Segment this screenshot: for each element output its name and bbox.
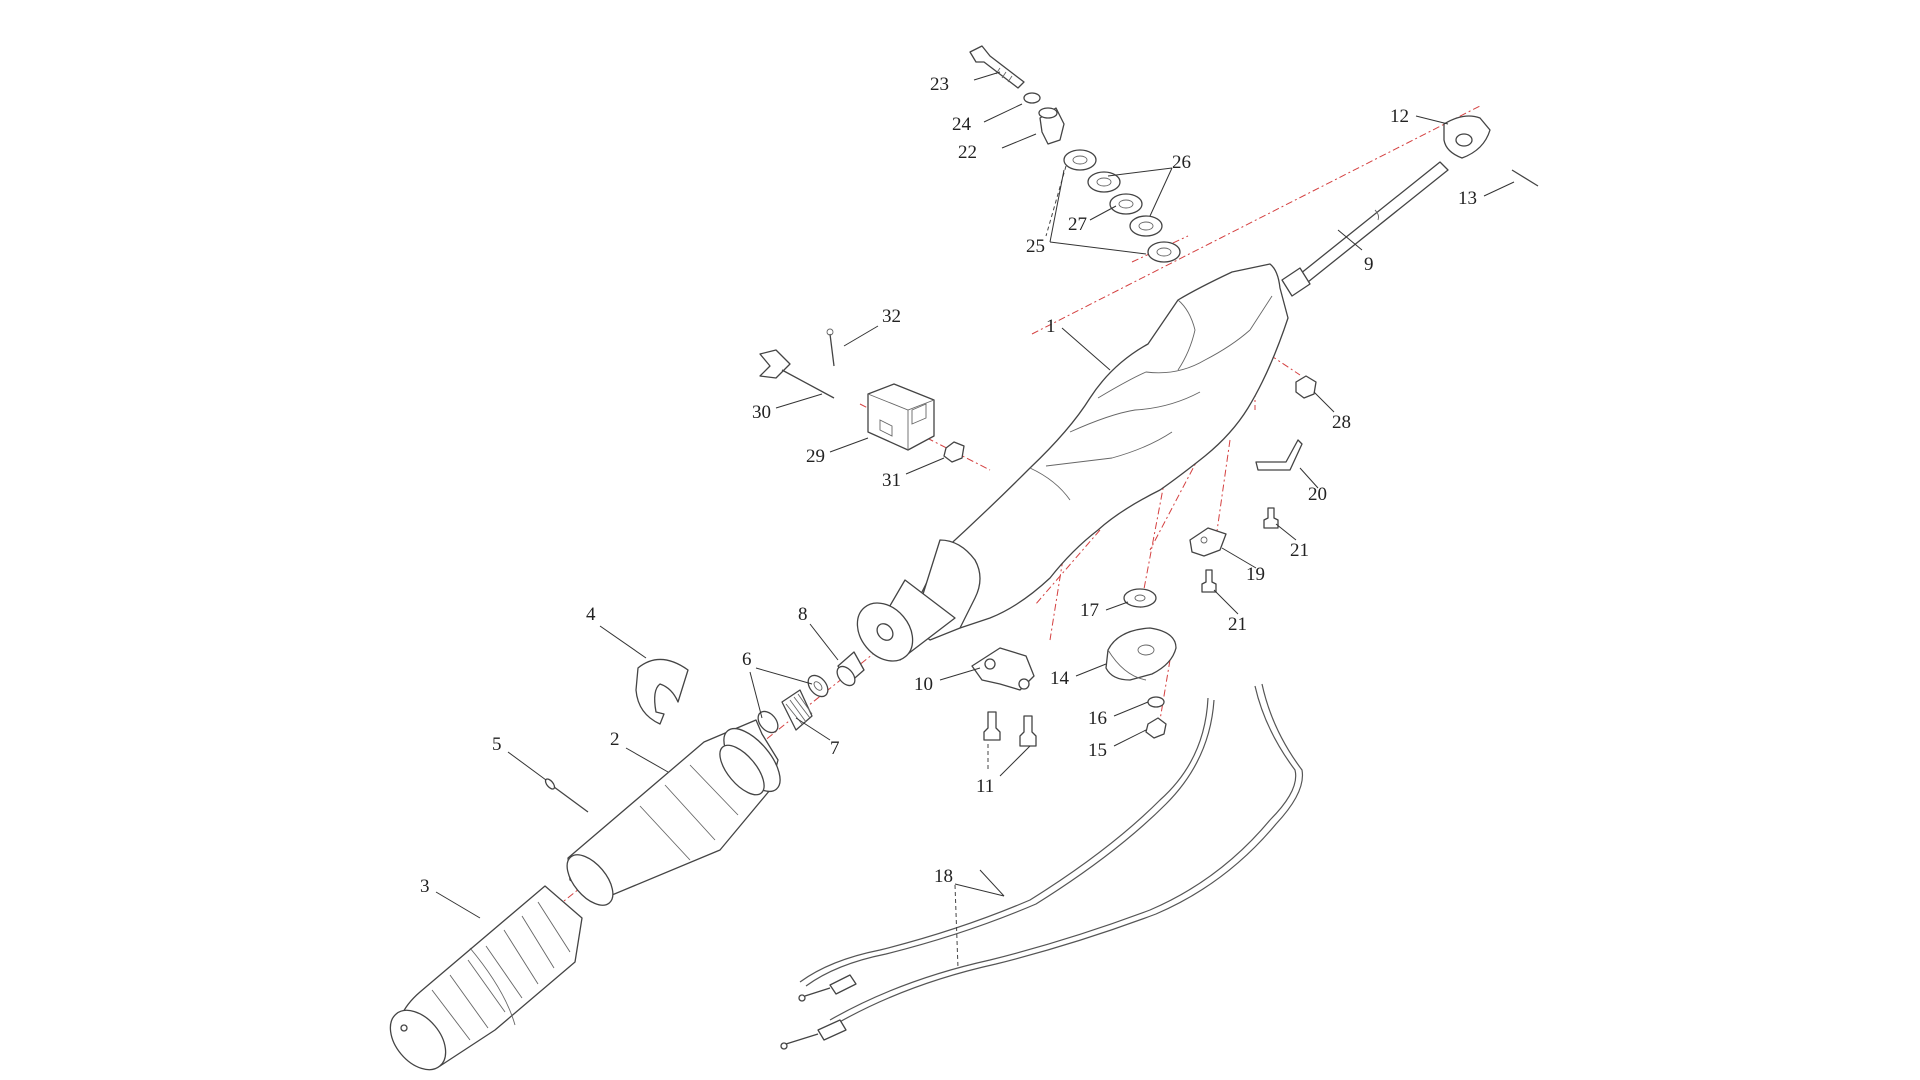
- callout-17: 17: [1080, 600, 1099, 621]
- callout-26: 26: [1172, 152, 1191, 173]
- part-27-washer: [1109, 193, 1143, 215]
- callout-6: 6: [742, 649, 752, 670]
- callout-21: 21: [1290, 540, 1309, 561]
- callout-14: 14: [1050, 668, 1070, 689]
- group-dash-lines: [954, 165, 1067, 969]
- callout-23: 23: [930, 74, 949, 95]
- callout-5: 5: [492, 734, 502, 755]
- callout-22: 22: [958, 142, 977, 163]
- callout-16: 16: [1088, 708, 1107, 729]
- part-2-throttle-sleeve: [566, 719, 781, 906]
- leader-lines: [435, 71, 1515, 919]
- part-32-cotter-pin: [826, 328, 835, 367]
- part-18-cables: [780, 683, 1304, 1050]
- part-7-spring: [781, 689, 813, 731]
- part-3-grip: [389, 885, 583, 1071]
- part-21-screws: [1201, 507, 1279, 593]
- part-30-wing-bolt: [759, 349, 835, 399]
- part-22-sleeve: [1038, 107, 1065, 145]
- part-29-clamp-block: [867, 383, 935, 451]
- part-17-disc: [1123, 588, 1157, 608]
- part-1-tiller-housing: [856, 263, 1289, 662]
- callout-21b: 21: [1228, 614, 1247, 635]
- callout-27: 27: [1068, 214, 1087, 235]
- part-31-nut: [943, 441, 965, 463]
- callout-1: 1: [1046, 316, 1056, 337]
- callout-18: 18: [934, 866, 953, 887]
- callout-31: 31: [882, 470, 901, 491]
- part-11-screws: [983, 711, 1037, 747]
- callout-12: 12: [1390, 106, 1409, 127]
- part-26-washers: [1087, 171, 1163, 237]
- callout-8: 8: [798, 604, 808, 625]
- callout-29: 29: [806, 446, 825, 467]
- part-12-friction-knob: [1443, 115, 1491, 159]
- part-28-nut: [1295, 375, 1317, 399]
- callout-2: 2: [610, 729, 620, 750]
- part-16-washer: [1147, 696, 1165, 708]
- part-24-washer: [1023, 92, 1041, 104]
- callout-19: 19: [1246, 564, 1265, 585]
- part-10-lever-bracket: [971, 647, 1035, 691]
- part-5-pin: [544, 778, 589, 813]
- callout-30: 30: [752, 402, 771, 423]
- callout-20: 20: [1308, 484, 1327, 505]
- callout-13: 13: [1458, 188, 1477, 209]
- callout-4: 4: [586, 604, 596, 625]
- part-8-bushing: [836, 651, 865, 687]
- part-callouts: 1 2 3 4 5 6 7 8 9 10 11 12 13 14 15 16 1…: [420, 74, 1477, 897]
- callout-25: 25: [1026, 236, 1045, 257]
- callout-24: 24: [952, 114, 972, 135]
- part-15-nut: [1145, 717, 1167, 739]
- part-23-bolt: [969, 45, 1025, 89]
- part-19-bracket: [1189, 527, 1227, 557]
- callout-9: 9: [1364, 254, 1374, 275]
- callout-32: 32: [882, 306, 901, 327]
- callout-7: 7: [830, 738, 840, 759]
- part-13-pin: [1511, 169, 1539, 187]
- part-9-shaft: [1281, 161, 1449, 297]
- part-14-cam-plate: [1105, 627, 1177, 681]
- part-25-washers: [1063, 149, 1181, 263]
- callout-10: 10: [914, 674, 933, 695]
- callout-28: 28: [1332, 412, 1351, 433]
- callout-11: 11: [976, 776, 994, 797]
- callout-3: 3: [420, 876, 430, 897]
- part-20-bracket: [1255, 439, 1303, 471]
- part-4-clip: [635, 658, 689, 725]
- callout-15: 15: [1088, 740, 1107, 761]
